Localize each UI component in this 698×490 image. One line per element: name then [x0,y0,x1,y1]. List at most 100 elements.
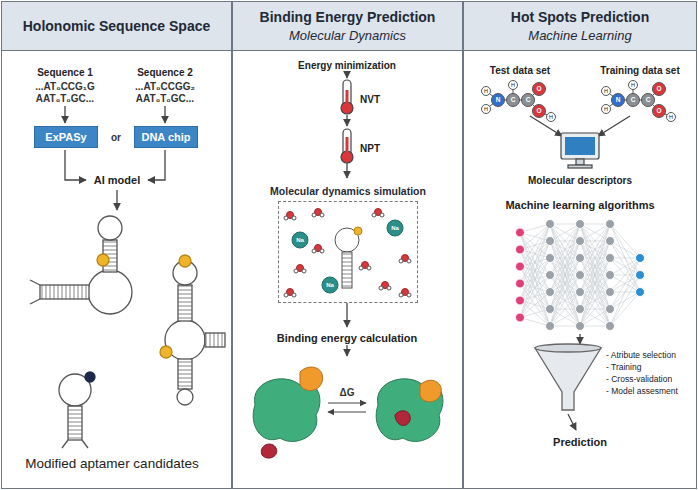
panel: Holonomic Sequence SpaceExPASyDNA chip [1,1,232,489]
neural-network [610,241,640,292]
water-molecule [399,289,411,298]
annotation: AI model [94,174,140,186]
water-molecule [407,259,411,263]
flow-arrows [64,106,65,123]
binding-illustration [420,380,441,401]
water-molecule [379,282,391,291]
annotation: Training data set [600,65,679,76]
neural-network [546,288,555,297]
neural-network [546,237,555,246]
md-simulation-box [292,232,308,248]
neural-network [576,288,585,297]
panel-header: Binding Energy PredictionMolecular Dynam… [233,2,462,51]
panel: Binding Energy PredictionMolecular Dynam… [232,1,463,489]
annotation: Sequence 1 [37,67,93,78]
panel-subtitle: Molecular Dynamics [289,28,406,43]
neural-network [580,224,610,309]
md-simulation-box [387,220,403,236]
panel-title: Binding Energy Prediction [260,9,436,25]
water-molecule [294,269,298,273]
ion-symbol: Na [326,282,334,289]
flow-arrows [65,150,86,180]
water-molecule [302,269,306,273]
neural-network [606,271,615,280]
atom-symbol: H [484,88,488,94]
water-molecule [359,262,371,271]
water-molecule [292,293,296,297]
panel-title: Hot Spots Prediction [511,9,649,25]
computer-icon [565,137,595,155]
neural-network [546,305,555,314]
water-molecule [380,213,384,217]
water-molecule [312,249,316,253]
water-molecule [284,216,288,220]
water-molecule [367,266,371,270]
molecule-structures [482,87,491,96]
md-simulation-box [284,209,411,298]
neural-network [580,241,610,326]
atom-symbol: C [646,96,651,103]
neural-network [576,271,585,280]
node-label: ExPASy [45,131,86,143]
ion-symbol: Na [296,237,304,244]
water-molecule [284,289,296,298]
md-simulation-box [342,252,352,288]
atom-symbol: O [656,85,661,92]
funnel-icon [535,344,601,410]
tool-box: DNA chip [134,126,198,148]
water-molecule [399,293,403,297]
neural-network [610,258,640,309]
neural-network [610,258,640,275]
neural-network [546,322,555,331]
aptamer-structures [178,285,192,321]
neural-network [576,237,585,246]
atom-symbol: H [604,106,608,112]
aptamer-structures [88,270,132,314]
binding-illustration [253,367,443,458]
binding-illustration [300,367,323,390]
neural-network [580,241,610,326]
aptamer-structures [177,389,193,405]
annotation: Modified aptamer candidates [25,457,198,472]
neural-network [576,305,585,314]
water-molecule [284,293,288,297]
neural-network [606,322,615,331]
aptamer-structures [85,372,95,382]
neural-network [636,288,645,297]
water-molecule [312,213,316,217]
molecule-structures [482,105,491,114]
tool-box: ExPASy [34,126,98,148]
neural-network [610,224,640,275]
flow-arrows [346,303,347,327]
molecule-structures [629,81,638,90]
neural-network [580,309,610,326]
molecule-structures [667,113,676,122]
molecule-structures [627,94,640,107]
water-molecule [294,265,306,274]
neural-network [516,296,525,305]
atom-symbol: O [536,107,541,114]
annotation: Machine learning algorithms [505,199,654,211]
neural-network [550,224,580,309]
aptamer-structures [30,280,40,304]
annotation: Test data set [490,65,550,76]
molecule-structures [642,94,655,107]
molecule-structures [522,94,535,107]
annotation: AAT₀T₀GC... [36,93,94,104]
panel-subtitle: Machine Learning [528,28,631,43]
aptamer-structures [62,440,88,448]
binding-illustration [376,379,443,442]
aptamer-structures [97,254,109,266]
water-molecule [399,259,403,263]
molecule-structures [533,105,546,118]
neural-network [606,305,615,314]
annotation: Energy minimization [298,60,396,71]
atom-symbol: H [669,114,673,120]
flow-arrows [164,106,165,123]
binding-illustration [395,411,410,426]
neural-network [576,322,585,331]
node-label: DNA chip [141,131,190,143]
water-molecule [372,209,384,218]
flow-arrows [116,190,117,210]
annotation: or [111,132,121,143]
